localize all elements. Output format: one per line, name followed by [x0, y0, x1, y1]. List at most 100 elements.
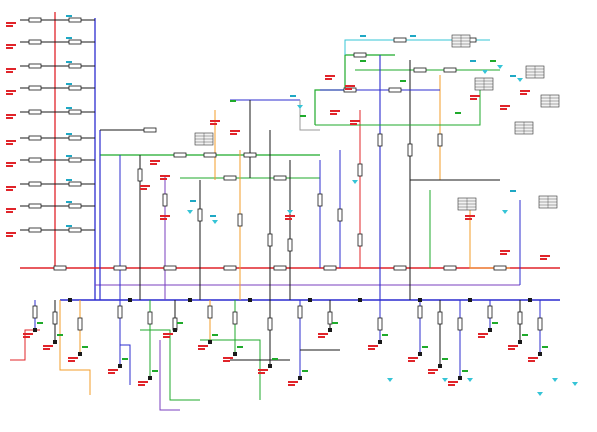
green-value-tag: [490, 60, 496, 62]
switch-symbol: [28, 227, 42, 233]
switch-symbol: [147, 311, 153, 325]
summary-table: [457, 197, 477, 211]
breaker-symbol: [233, 352, 237, 356]
red-value-tag: [448, 384, 455, 386]
red-value-tag: [330, 110, 340, 112]
green-value-tag: [360, 60, 366, 62]
red-value-tag: [230, 130, 240, 132]
green-value-tag: [152, 370, 158, 372]
breaker-symbol: [68, 298, 72, 302]
red-value-tag: [478, 333, 488, 335]
switch-symbol: [357, 163, 363, 177]
breaker-symbol: [468, 298, 472, 302]
switch-symbol: [317, 193, 323, 207]
red-value-tag: [345, 85, 355, 87]
switch-symbol: [28, 203, 42, 209]
red-value-tag: [428, 372, 435, 374]
red-value-tag: [6, 165, 13, 167]
breaker-symbol: [538, 352, 542, 356]
switch-symbol: [223, 265, 237, 271]
feeder-line: [299, 100, 320, 131]
red-value-tag: [43, 348, 50, 350]
green-value-tag: [522, 334, 528, 336]
switch-symbol: [437, 311, 443, 325]
switch-symbol: [297, 305, 303, 319]
cyan-value-tag: [66, 61, 72, 63]
switch-symbol: [223, 175, 237, 181]
switch-symbol: [162, 193, 168, 207]
breaker-symbol: [378, 340, 382, 344]
red-value-tag: [350, 123, 357, 125]
component-symbols: [28, 17, 578, 396]
breaker-symbol: [188, 298, 192, 302]
red-value-tag: [6, 232, 16, 234]
red-value-tag: [223, 360, 230, 362]
red-value-tag: [6, 208, 16, 210]
feeder-line: [10, 329, 40, 361]
load-arrow: [442, 378, 448, 382]
red-value-tag: [408, 357, 418, 359]
cyan-value-tag: [66, 225, 72, 227]
switch-symbol: [437, 133, 443, 147]
switch-symbol: [143, 127, 157, 133]
red-value-tag: [140, 188, 147, 190]
red-value-tag: [6, 44, 16, 46]
red-value-tag: [6, 71, 13, 73]
switch-symbol: [32, 305, 38, 319]
green-value-tag: [382, 334, 388, 336]
switch-symbol: [197, 208, 203, 222]
switch-symbol: [537, 317, 543, 331]
red-value-tag: [6, 90, 16, 92]
switch-symbol: [68, 227, 82, 233]
feeder-lines: [10, 12, 560, 411]
red-value-tag: [470, 95, 480, 97]
red-value-tag: [258, 369, 268, 371]
load-arrow: [497, 65, 503, 69]
breaker-symbol: [118, 364, 122, 368]
red-value-tag: [198, 345, 208, 347]
cyan-value-tag: [66, 201, 72, 203]
switch-symbol: [417, 305, 423, 319]
red-value-tag: [448, 381, 458, 383]
red-value-tag: [6, 186, 16, 188]
breaker-symbol: [488, 328, 492, 332]
switch-symbol: [68, 157, 82, 163]
switch-symbol: [68, 63, 82, 69]
red-value-tag: [325, 75, 335, 77]
cyan-value-tag: [410, 35, 416, 37]
feeder-line: [140, 329, 200, 401]
switch-symbol: [53, 265, 67, 271]
switch-symbol: [232, 311, 238, 325]
switch-symbol: [323, 265, 337, 271]
red-value-tag: [43, 345, 53, 347]
switch-symbol: [327, 311, 333, 325]
switch-symbol: [28, 135, 42, 141]
switch-symbol: [68, 39, 82, 45]
red-value-tag: [68, 360, 75, 362]
red-value-tag: [108, 372, 115, 374]
breaker-symbol: [173, 328, 177, 332]
green-value-tag: [82, 346, 88, 348]
switch-symbol: [443, 67, 457, 73]
red-value-tag: [6, 47, 13, 49]
breaker-symbol: [78, 352, 82, 356]
red-value-tag: [500, 253, 507, 255]
value-labels: [6, 15, 550, 386]
red-value-tag: [470, 98, 477, 100]
cyan-value-tag: [66, 155, 72, 157]
red-value-tag: [408, 360, 415, 362]
load-arrow: [552, 378, 558, 382]
green-value-tag: [442, 358, 448, 360]
load-arrow: [572, 382, 578, 386]
red-value-tag: [23, 333, 33, 335]
red-value-tag: [508, 348, 515, 350]
red-value-tag: [6, 93, 13, 95]
summary-table: [474, 77, 494, 91]
breaker-symbol: [528, 298, 532, 302]
red-value-tag: [223, 357, 233, 359]
switch-symbol: [68, 17, 82, 23]
red-value-tag: [318, 336, 325, 338]
switch-symbol: [487, 305, 493, 319]
